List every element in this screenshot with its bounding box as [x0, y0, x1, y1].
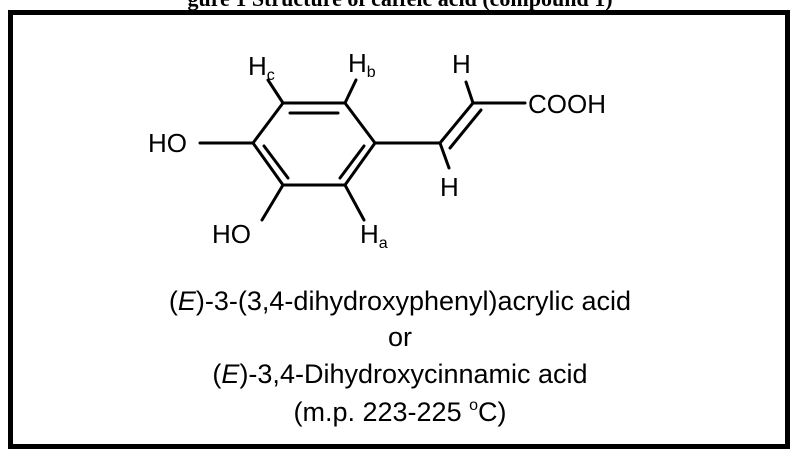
- melting-point: (m.p. 223-225 oC): [293, 397, 507, 427]
- bond-ha: [343, 183, 366, 222]
- degree-symbol: o: [469, 397, 478, 414]
- atom-hc: Hc: [248, 51, 275, 84]
- bond-hb: [343, 78, 358, 105]
- name-connector: or: [387, 322, 412, 352]
- ring-double-bond: [262, 144, 290, 180]
- stereo-descriptor: E: [177, 286, 196, 316]
- ring-bond: [251, 141, 285, 187]
- vinyl-double-bond-inner: [448, 108, 483, 150]
- atom-cooh: COOH: [528, 89, 606, 119]
- vinyl-double-bond: [438, 101, 475, 145]
- bond-vinyl-h-bottom: [438, 141, 451, 170]
- atom-hb: Hb: [348, 48, 376, 81]
- iupac-name: (E)-3-(3,4-dihydroxyphenyl)acrylic acid: [168, 286, 632, 316]
- ring-bond: [251, 101, 285, 145]
- bond-ho-lower: [260, 183, 285, 222]
- bond-vinyl-h-top: [464, 80, 475, 105]
- figure-frame: [8, 10, 790, 449]
- ring-bond: [343, 141, 377, 187]
- atom-ho-lower: HO: [212, 219, 251, 249]
- atom-vinyl-h-bottom: H: [440, 172, 459, 202]
- stereo-descriptor: E: [221, 359, 240, 389]
- benzene-ring: [251, 101, 377, 187]
- ring-bond: [343, 101, 377, 145]
- ring-double-bond: [338, 144, 366, 180]
- figure-caption: gure 1 Structure of caffeic acid (compou…: [0, 0, 800, 14]
- atom-vinyl-h-top: H: [452, 49, 471, 79]
- atom-ha: Ha: [360, 219, 388, 252]
- bond-hc: [266, 78, 285, 105]
- atom-ho-upper: HO: [148, 128, 187, 158]
- common-name: (E)-3,4-Dihydroxycinnamic acid: [212, 359, 588, 389]
